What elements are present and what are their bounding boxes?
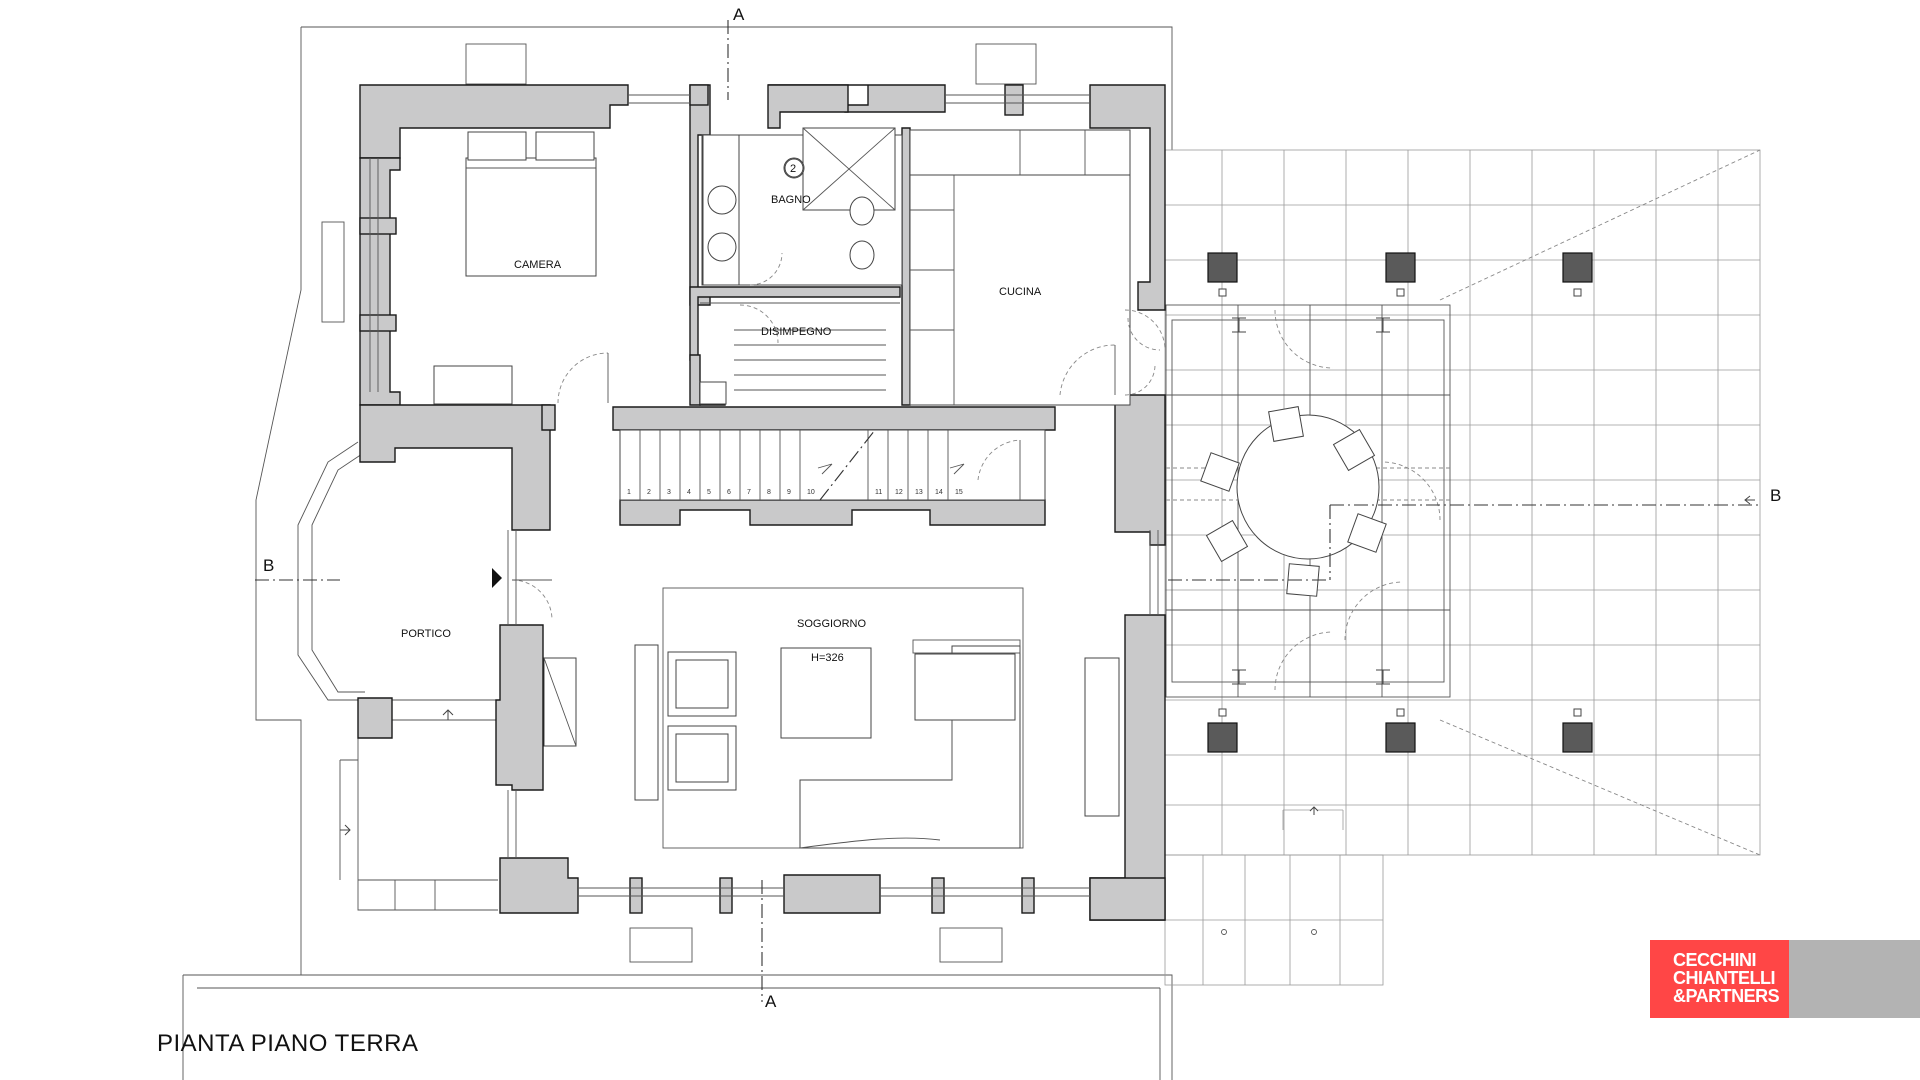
- stair-step-number: 11: [875, 489, 882, 496]
- terrace-piers: [1207, 252, 1593, 753]
- fixture-number: 2: [790, 163, 796, 175]
- logo-red-block: [1650, 940, 1789, 1018]
- stair-step-number: 4: [687, 489, 691, 496]
- stair-step-number: 12: [895, 489, 903, 496]
- logo-line-2: CHIANTELLI: [1673, 968, 1776, 988]
- chairs: [1200, 406, 1387, 597]
- stair-step-number: 5: [707, 489, 711, 496]
- logo-line-3: &PARTNERS: [1673, 986, 1780, 1006]
- section-mark-b-left: B: [263, 556, 274, 575]
- window-frames: [369, 94, 1159, 897]
- room-labels: CAMERA BAGNO DISIMPEGNO CUCINA PORTICO S…: [401, 158, 1042, 664]
- stair-step-number: 3: [667, 489, 671, 496]
- doors: [340, 317, 1755, 836]
- section-mark-a-top: A: [733, 5, 745, 24]
- section-mark-b-right: B: [1770, 486, 1781, 505]
- plan-title: PIANTA PIANO TERRA: [157, 1030, 419, 1057]
- room-label-cucina: CUCINA: [999, 286, 1042, 298]
- stair-step-number: 15: [955, 489, 963, 496]
- stair-step-number: 6: [727, 489, 731, 496]
- stair-step-number: 14: [935, 489, 943, 496]
- living-furniture: [634, 587, 1120, 849]
- terrace-grid: [1164, 149, 1761, 986]
- kitchen: [909, 129, 1166, 406]
- stair-step-number: 10: [807, 489, 815, 496]
- bathroom-fixtures: [699, 127, 903, 405]
- stair-step-number: 8: [767, 489, 771, 496]
- fixture-number-circle: [784, 158, 804, 178]
- stair-step-number: 1: [627, 489, 631, 496]
- site-outline: [182, 26, 1173, 1080]
- section-markers: A A B B: [263, 5, 1781, 1011]
- room-label-portico: PORTICO: [401, 628, 451, 640]
- portico-bay: [297, 43, 1037, 963]
- room-label-bagno: BAGNO: [771, 194, 811, 206]
- section-mark-a-bottom: A: [765, 992, 777, 1011]
- bed: [433, 131, 597, 405]
- stair-step-number: 9: [787, 489, 791, 496]
- company-logo: CECCHINI CHIANTELLI &PARTNERS: [1673, 950, 1780, 1006]
- stair-step-number: 7: [747, 489, 751, 496]
- room-label-disimpegno: DISIMPEGNO: [761, 326, 832, 338]
- stair-step-number: 2: [647, 489, 651, 496]
- section-lines: [255, 20, 1760, 1002]
- room-label-camera: CAMERA: [514, 259, 562, 271]
- stair-step-number: 13: [915, 489, 923, 496]
- ceiling-height-note: H=326: [811, 652, 844, 664]
- staircase: [619, 429, 1046, 501]
- column-i-marks: [1232, 317, 1390, 685]
- logo-grey-block: [1789, 940, 1920, 1018]
- pergola: [1165, 304, 1451, 698]
- room-label-soggiorno: SOGGIORNO: [797, 618, 867, 630]
- logo-line-1: CECCHINI: [1673, 950, 1757, 970]
